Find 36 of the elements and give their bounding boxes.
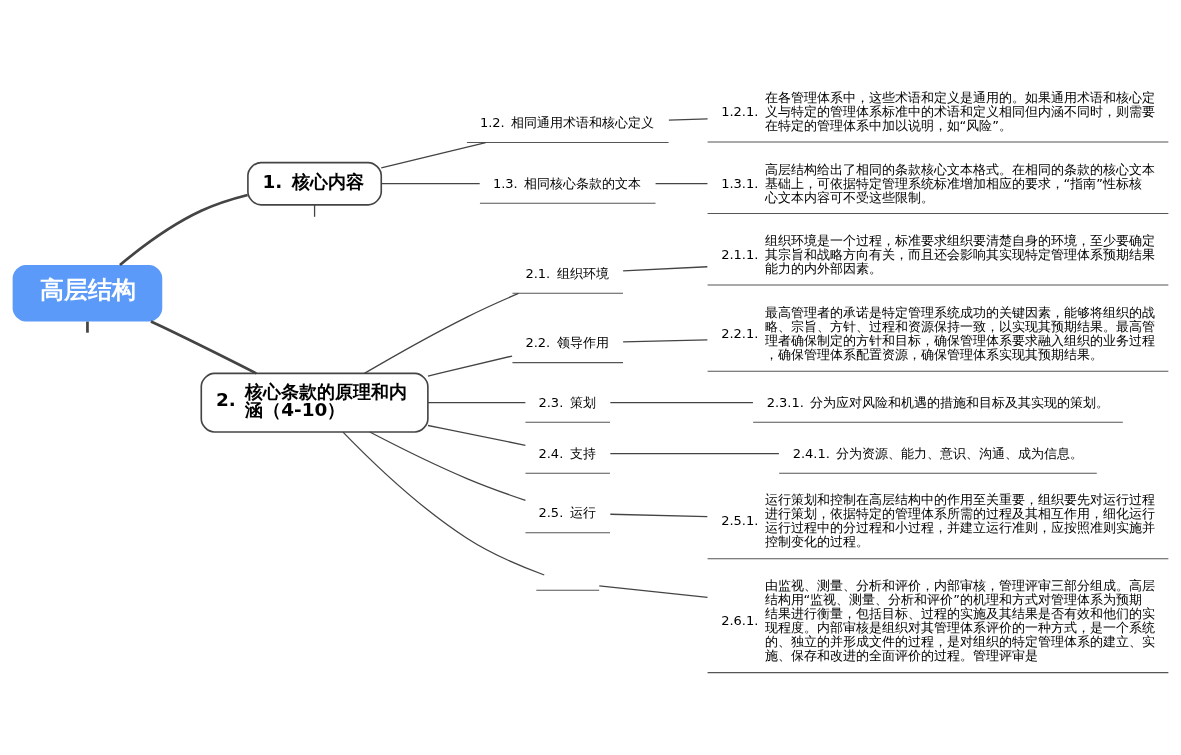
connector (427, 355, 513, 377)
connector (609, 513, 708, 518)
connector (654, 183, 709, 185)
connector (609, 402, 754, 404)
node-box: 1. 核心内容 (247, 161, 383, 206)
node-text: 1.3. 相同核心条款的文本 (492, 175, 642, 191)
node-text: 1.2. 相同通用术语和核心定义 (479, 114, 655, 130)
node-text: 1.2.1. 在各管理体系中，这些术语和定义是通用的。如果通用术语和核心定义与特定的管理体系标准中的术语和定义相同但内涵不同时，则需要在特定的管理体系中加以说明，如“风险”。 (721, 89, 1155, 134)
connector (363, 292, 520, 375)
connector (622, 339, 708, 343)
connector (150, 320, 257, 375)
node-text: 2.2. 领导作用 (525, 334, 609, 350)
node-text: 2.6.1. 由监视、测量、分析和评价，内部审核，管理评审三部分组成。高层结构用“监视、测量、分析和评价”的机理和方式对管理体系为预期结果进行衡量，包括目标、过程的实施及其结果是否有效和他们的实现程度。内部审核是组织对其管理体系评价的一种方式，是一个系统的、独立的并形成文件的过程，是对组织的特定管理体系的建立、实施、保存和改进的全面评价的过程。管理评审是 (721, 577, 1155, 664)
connector (427, 402, 527, 404)
connector (342, 431, 545, 576)
connector (609, 453, 780, 455)
connector (369, 431, 527, 501)
connector (622, 266, 708, 272)
connector (427, 424, 527, 446)
node-text: 2.4. 支持 (538, 445, 596, 461)
connector (668, 118, 709, 121)
connector (86, 321, 89, 333)
connector (119, 193, 248, 267)
node-text: 2.3. 策划 (538, 394, 596, 410)
node-text: 2.1.1. 组织环境是一个过程，标准要求组织要清楚自身的环境，至少要确定其宗旨和战略方向有关，而且还会影响其实现特定管理体系预期结果能力的内外部因素。 (721, 233, 1155, 277)
node-text: 2.2.1. 最高管理者的承诺是特定管理系统成功的关键因素，能够将组织的战略、宗旨、方针、过程和资源保持一致，以实现其预期结果。最高管理者确保制定的方针和目标，确保管理体系要求融入组织的业务过程，确保管理体系配置资源，确保管理体系实现其预期结果。 (721, 304, 1155, 362)
node-text: 2.5. 运行 (538, 505, 596, 521)
node-text: 2.4.1. 分为资源、能力、意识、沟通、成为信息。 (792, 445, 1084, 461)
connector (380, 183, 481, 185)
connector (380, 141, 487, 169)
node-text: 2.5.1. 运行策划和控制在高层结构中的作用至关重要，组织要先对运行过程进行策划，依据特定的管理体系所需的过程及其相互作用，细化运行运行过程中的分过程和小过程，并建立运行准则，应按照准则实施并控制变化的过程。 (721, 492, 1155, 550)
node-box: 高层结构 (12, 265, 163, 322)
node-text: 2.3.1. 分为应对风险和机遇的措施和目标及其实现的策划。 (766, 394, 1110, 410)
node-text: 1.3.1. 高层结构给出了相同的条款核心文本格式。在相同的条款的核心文本基础上，可依据特定管理系统标准增加相应的要求，“指南”性标核心文本内容可不受这些限制。 (721, 161, 1155, 205)
connector (598, 585, 709, 599)
node-text: 2.1. 组织环境 (525, 265, 609, 281)
